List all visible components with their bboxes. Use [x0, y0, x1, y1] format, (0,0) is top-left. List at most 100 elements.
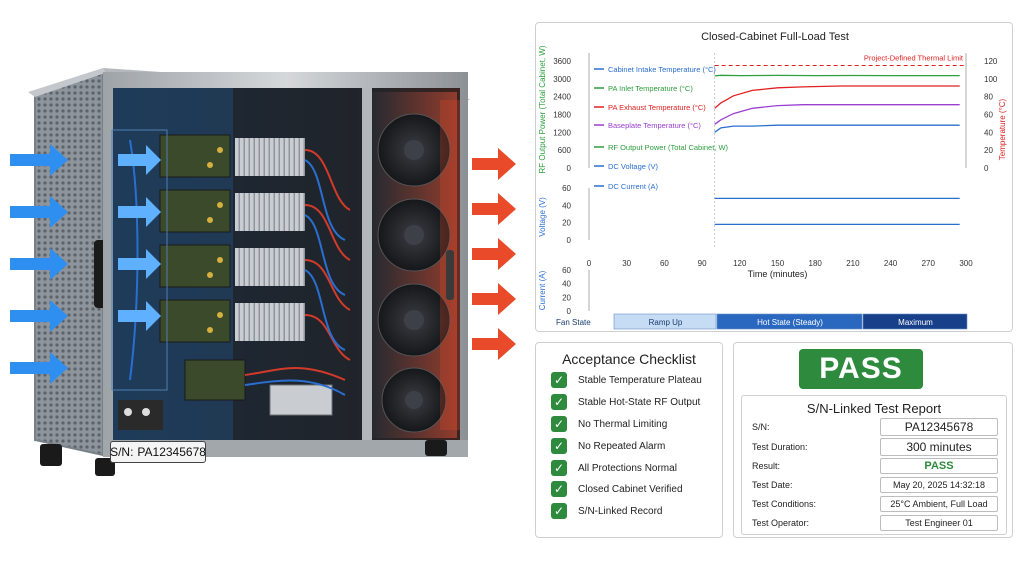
legend-entry: Cabinet Intake Temperature (°C) — [608, 65, 716, 74]
power-tick-label: 1800 — [553, 111, 571, 120]
sn-linked-report: S/N-Linked Test Report S/N: PA12345678 T… — [741, 395, 1007, 535]
voltage-tick-label: 0 — [567, 236, 572, 245]
legend-entry: PA Exhaust Temperature (°C) — [608, 103, 706, 112]
checklist-item: ✓ Stable Temperature Plateau — [551, 372, 702, 388]
temperature-tick-label: 20 — [984, 146, 993, 155]
power-tick-label: 1200 — [553, 128, 571, 137]
checklist-item-label: No Thermal Limiting — [578, 418, 668, 430]
test-chart: Closed-Cabinet Full-Load Test 0600120018… — [538, 31, 1007, 330]
x-tick-label: 120 — [733, 259, 747, 268]
fan-state-segment — [613, 313, 717, 330]
checkmark-icon: ✓ — [551, 416, 567, 432]
series-line — [714, 85, 960, 109]
checklist-item-label: S/N-Linked Record — [578, 505, 663, 517]
x-axis-label: Time (minutes) — [748, 269, 808, 279]
checklist-item-label: Stable Hot-State RF Output — [578, 396, 701, 408]
temperature-tick-label: 0 — [984, 164, 989, 173]
checklist-item: ✓ Closed Cabinet Verified — [551, 481, 683, 497]
sn-value: PA12345678 — [137, 445, 206, 459]
temperature-tick-label: 40 — [984, 128, 993, 137]
report-label-sn: S/N: — [752, 422, 770, 432]
checklist-title: Acceptance Checklist — [562, 351, 696, 367]
checkmark-icon: ✓ — [551, 503, 567, 519]
temperature-axis-label: Temperature (°C) — [998, 98, 1007, 160]
acceptance-checklist: Acceptance Checklist ✓ Stable Temperatur… — [535, 342, 723, 538]
x-tick-label: 30 — [622, 259, 631, 268]
checklist-item-label: Closed Cabinet Verified — [578, 483, 683, 495]
series-line — [714, 104, 960, 125]
checkmark-icon: ✓ — [551, 438, 567, 454]
x-tick-label: 240 — [884, 259, 898, 268]
serial-number-plate: S/N: PA12345678 — [110, 441, 206, 463]
checkmark-icon: ✓ — [551, 460, 567, 476]
legend-entry: DC Current (A) — [608, 182, 659, 191]
power-tick-label: 0 — [567, 164, 572, 173]
power-tick-label: 3000 — [553, 75, 571, 84]
series-line — [714, 124, 960, 133]
current-tick-label: 20 — [562, 293, 571, 302]
fan-state-segment-label: Hot State (Steady) — [757, 318, 823, 327]
fan-state-segment-label: Maximum — [898, 318, 933, 327]
thermal-limit-label: Project-Defined Thermal Limit — [864, 53, 964, 62]
pass-badge: PASS — [799, 349, 923, 389]
legend-entry: PA Inlet Temperature (°C) — [608, 84, 693, 93]
voltage-tick-label: 40 — [562, 201, 571, 210]
report-value-operator: Test Engineer 01 — [880, 515, 998, 531]
report-label-date: Test Date: — [752, 480, 793, 490]
checklist-item-label: Stable Temperature Plateau — [578, 374, 702, 386]
temperature-tick-label: 80 — [984, 93, 993, 102]
report-value-date: May 20, 2025 14:32:18 — [880, 477, 998, 493]
temperature-tick-label: 100 — [984, 75, 998, 84]
fan-state-label: Fan State — [556, 318, 591, 327]
current-tick-label: 60 — [562, 266, 571, 275]
power-tick-label: 3600 — [553, 57, 571, 66]
report-title: S/N-Linked Test Report — [806, 401, 942, 416]
report-label-conditions: Test Conditions: — [752, 499, 817, 509]
fan-state-segment — [862, 313, 968, 330]
checklist-item-label: All Protections Normal — [578, 462, 677, 474]
power-axis-label: RF Output Power (Total Cabinet, W) — [538, 45, 547, 173]
x-tick-label: 300 — [959, 259, 973, 268]
series-line — [714, 74, 960, 77]
report-value-duration: 300 minutes — [880, 438, 998, 456]
x-tick-label: 0 — [587, 259, 592, 268]
report-value-result: PASS — [880, 458, 998, 474]
report-value-conditions: 25°C Ambient, Full Load — [880, 496, 998, 512]
power-tick-label: 2400 — [553, 93, 571, 102]
pa-modules — [111, 129, 333, 430]
temperature-tick-label: 60 — [984, 111, 993, 120]
checkmark-icon: ✓ — [551, 481, 567, 497]
voltage-axis-label: Voltage (V) — [538, 197, 547, 237]
fan-state-segment-label: Ramp Up — [649, 318, 683, 327]
current-axis-label: Current (A) — [538, 270, 547, 310]
intake-arrows — [10, 144, 161, 384]
cabinet-illustration: S/N: PA12345678 — [10, 68, 516, 476]
legend-entry: DC Voltage (V) — [608, 162, 659, 171]
sn-label: S/N: — [110, 445, 134, 459]
report-label-operator: Test Operator: — [752, 518, 810, 528]
checklist-item: ✓ S/N-Linked Record — [551, 503, 662, 519]
fan-state-segment — [716, 313, 863, 330]
fans — [377, 113, 451, 433]
checklist-item: ✓ No Repeated Alarm — [551, 438, 665, 454]
report-value-sn: PA12345678 — [880, 418, 998, 436]
x-tick-label: 210 — [846, 259, 860, 268]
checklist-item: ✓ All Protections Normal — [551, 460, 677, 476]
checklist-item-label: No Repeated Alarm — [578, 440, 666, 452]
chart-layer: 0600120018002400300036000204060020406002… — [538, 45, 1007, 330]
voltage-tick-label: 20 — [562, 219, 571, 228]
legend-entry: RF Output Power (Total Cabinet, W) — [608, 143, 729, 152]
voltage-tick-label: 60 — [562, 184, 571, 193]
current-tick-label: 0 — [567, 307, 572, 316]
x-tick-label: 90 — [698, 259, 707, 268]
x-tick-label: 150 — [771, 259, 785, 268]
test-report-panel: PASS S/N-Linked Test Report S/N: PA12345… — [733, 342, 1013, 538]
x-tick-label: 60 — [660, 259, 669, 268]
legend-entry: Baseplate Temperature (°C) — [608, 121, 701, 130]
current-tick-label: 40 — [562, 280, 571, 289]
checklist-item: ✓ No Thermal Limiting — [551, 416, 667, 432]
cabinet-drawing — [10, 68, 516, 476]
checklist-item: ✓ Stable Hot-State RF Output — [551, 394, 700, 410]
